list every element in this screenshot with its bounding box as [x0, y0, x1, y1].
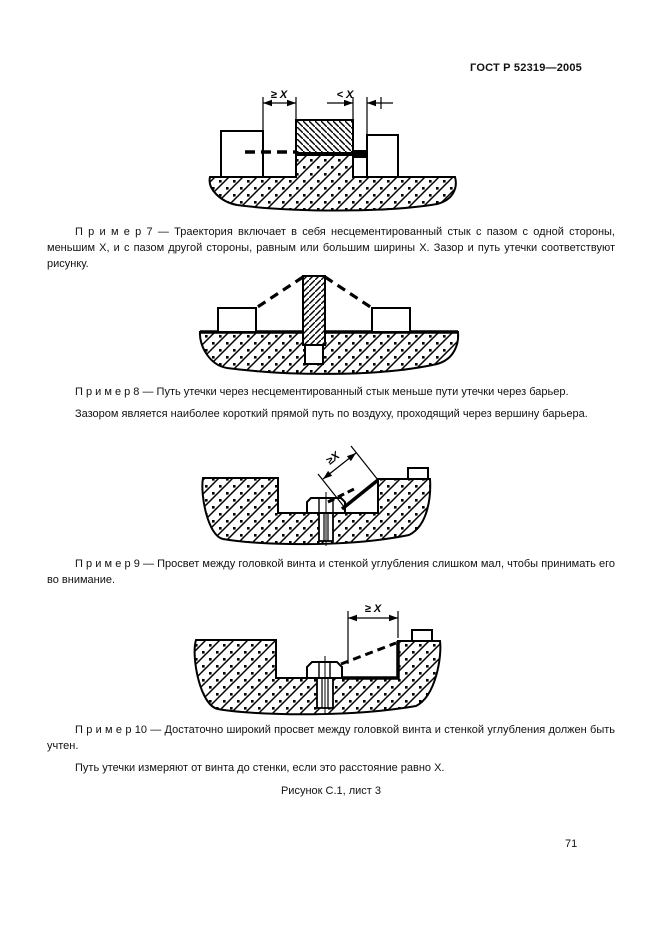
example9-diagram: ≥X	[195, 432, 435, 550]
right-block	[371, 307, 411, 333]
slot-under-barrier	[304, 344, 324, 365]
clearance-dashed-left	[255, 275, 304, 310]
dim-right-arrows	[344, 99, 376, 107]
example10-paragraph-2: Путь утечки измеряют от винта до стенки,…	[75, 762, 445, 774]
screw-recess-wide-gap-figure: ≥ X	[193, 603, 442, 716]
figure-caption: Рисунок С.1, лист 3	[280, 785, 382, 797]
example8-text: П р и м е р 8 — Путь утечки через несцем…	[47, 384, 615, 422]
dim-left-arrows	[263, 99, 296, 107]
uncemented-joint-grooves-figure: ≥ X < X	[208, 89, 457, 212]
example8-diagram	[195, 268, 463, 380]
example7-diagram: ≥ X < X	[195, 85, 467, 215]
example8-paragraph-2: Зазором является наиболее короткий прямо…	[75, 408, 588, 420]
barrier-figure	[198, 275, 460, 375]
document-header-title: ГОСТ Р 52319—2005	[470, 62, 582, 74]
right-block	[366, 134, 399, 178]
gap-filler	[353, 150, 367, 158]
hatched-barrier	[302, 275, 326, 346]
dim-arrows	[323, 453, 356, 479]
base-body	[201, 477, 432, 546]
base-body	[193, 639, 442, 716]
example9-text: П р и м е р 9 — Просвет между головкой в…	[47, 556, 615, 588]
dim-right-lines	[327, 97, 393, 135]
dim-label-ge-x: ≥X	[324, 449, 342, 467]
page-number: 71	[565, 838, 578, 850]
example7-text: П р и м е р 7 — Траектория включает в се…	[47, 224, 615, 272]
left-block	[220, 130, 264, 178]
screw-head-facets	[318, 499, 334, 513]
base-body	[208, 153, 457, 212]
clearance-dashed-line	[340, 641, 397, 666]
screw-recess-narrow-gap-figure: ≥X	[201, 445, 432, 546]
example9-paragraph: П р и м е р 9 — Просвет между головкой в…	[47, 558, 615, 586]
dim-label-lt-x: < X	[337, 89, 354, 101]
dim-label-ge-x: ≥ X	[365, 603, 382, 615]
screw-thread-lines	[323, 513, 329, 541]
leakage-path-line	[343, 641, 400, 680]
example10-text: П р и м е р 10 — Достаточно широкий прос…	[47, 722, 615, 776]
screw-thread-lines	[321, 678, 329, 708]
base-body	[198, 331, 460, 375]
leakage-path-line	[340, 478, 380, 511]
left-block	[217, 307, 257, 333]
example7-paragraph: П р и м е р 7 — Траектория включает в се…	[47, 226, 615, 270]
example10-diagram: ≥ X	[178, 598, 444, 722]
dim-label-ge-x: ≥ X	[271, 89, 288, 101]
clearance-dashed-line	[327, 487, 355, 504]
clearance-dashed-right	[324, 275, 373, 310]
hatched-block	[295, 119, 354, 155]
step-block	[411, 629, 433, 642]
example8-paragraph-1: П р и м е р 8 — Путь утечки через несцем…	[75, 386, 569, 398]
step-block	[407, 467, 429, 480]
screw-head-facets	[318, 663, 331, 678]
example10-paragraph-1: П р и м е р 10 — Достаточно широкий прос…	[47, 724, 615, 752]
